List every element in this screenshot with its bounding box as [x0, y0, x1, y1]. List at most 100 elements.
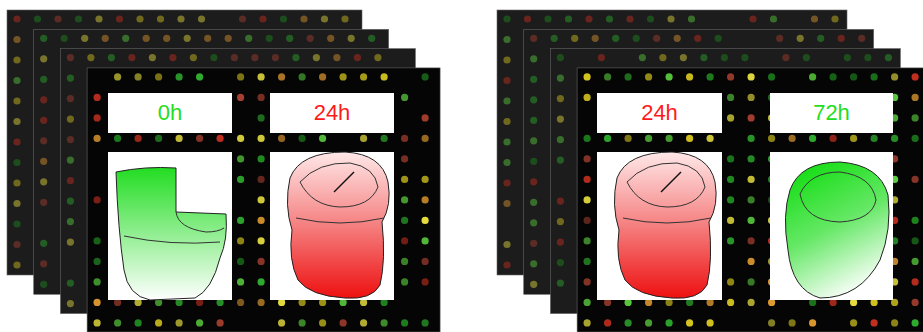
array-spot [748, 258, 755, 265]
array-spot [245, 35, 252, 42]
array-spot [157, 15, 164, 22]
array-spot [155, 73, 162, 80]
array-spot [13, 138, 20, 145]
array-spot [503, 261, 510, 268]
array-spot [299, 73, 306, 80]
array-spot [604, 73, 611, 80]
array-spot [530, 35, 537, 42]
array-spot [422, 319, 429, 326]
array-spot [422, 278, 429, 285]
array-spot [13, 36, 20, 43]
array-spot [340, 73, 347, 80]
array-spot [598, 54, 605, 61]
image-panel [597, 152, 722, 300]
array-spot [503, 15, 510, 22]
array-spot [374, 54, 381, 61]
array-spot [422, 217, 429, 224]
array-spot [749, 15, 756, 22]
array-spot [748, 155, 755, 162]
array-card [87, 68, 440, 332]
array-spot [584, 319, 591, 326]
array-spot [237, 217, 244, 224]
array-spot [557, 75, 564, 82]
array-spot [319, 135, 326, 142]
array-spot [401, 258, 408, 265]
array-spot [625, 135, 632, 142]
array-spot [354, 54, 361, 61]
disc-fold [623, 218, 711, 223]
array-spot [530, 117, 537, 124]
array-spot [686, 73, 693, 80]
array-spot [503, 241, 510, 248]
array-spot [341, 15, 348, 22]
array-spot [266, 35, 273, 42]
array-spot [13, 97, 20, 104]
array-spot [13, 159, 20, 166]
array-spot [280, 15, 287, 22]
array-spot [177, 15, 184, 22]
array-spot [830, 135, 837, 142]
array-spot [258, 299, 265, 306]
array-spot [584, 94, 591, 101]
disc-fold [800, 172, 876, 222]
array-spot [217, 135, 224, 142]
array-spot [727, 237, 734, 244]
array-spot [565, 15, 572, 22]
array-spot [135, 319, 142, 326]
array-spot [674, 35, 681, 42]
array-spot [13, 220, 20, 227]
array-spot [313, 54, 320, 61]
array-spot [401, 217, 408, 224]
array-spot [727, 114, 734, 121]
array-spot [727, 94, 734, 101]
array-spot [258, 94, 265, 101]
array-spot [258, 278, 265, 285]
array-spot [748, 135, 755, 142]
array-spot [789, 319, 796, 326]
array-spot [891, 319, 898, 326]
disc-fold [296, 218, 384, 223]
array-spot [237, 237, 244, 244]
array-spot [912, 258, 919, 265]
array-spot [258, 73, 265, 80]
array-spot [190, 54, 197, 61]
array-spot [503, 118, 510, 125]
array-spot [850, 73, 857, 80]
array-spot [360, 73, 367, 80]
array-spot [871, 319, 878, 326]
array-spot [592, 35, 599, 42]
array-spot [584, 299, 591, 306]
array-spot [286, 35, 293, 42]
array-spot [94, 135, 101, 142]
array-spot [122, 35, 129, 42]
array-spot [114, 73, 121, 80]
array-spot [40, 158, 47, 165]
array-spot [258, 217, 265, 224]
array-spot [401, 319, 408, 326]
array-spot [422, 114, 429, 121]
array-spot [272, 54, 279, 61]
array-spot [75, 15, 82, 22]
array-spot [102, 35, 109, 42]
array-spot [67, 157, 74, 164]
array-spot [748, 73, 755, 80]
array-spot [584, 155, 591, 162]
array-spot [155, 135, 162, 142]
array-spot [912, 73, 919, 80]
array-spot [381, 319, 388, 326]
array-spot [34, 15, 41, 22]
array-spot [231, 54, 238, 61]
array-spot [912, 278, 919, 285]
wing-disc [614, 152, 716, 298]
array-spot [530, 96, 537, 103]
array-spot [530, 260, 537, 267]
array-spot [688, 15, 695, 22]
array-spot [67, 300, 74, 307]
array-spot [809, 73, 816, 80]
array-spot [196, 319, 203, 326]
array-spot [401, 237, 408, 244]
array-spot [864, 54, 871, 61]
array-spot [748, 114, 755, 121]
